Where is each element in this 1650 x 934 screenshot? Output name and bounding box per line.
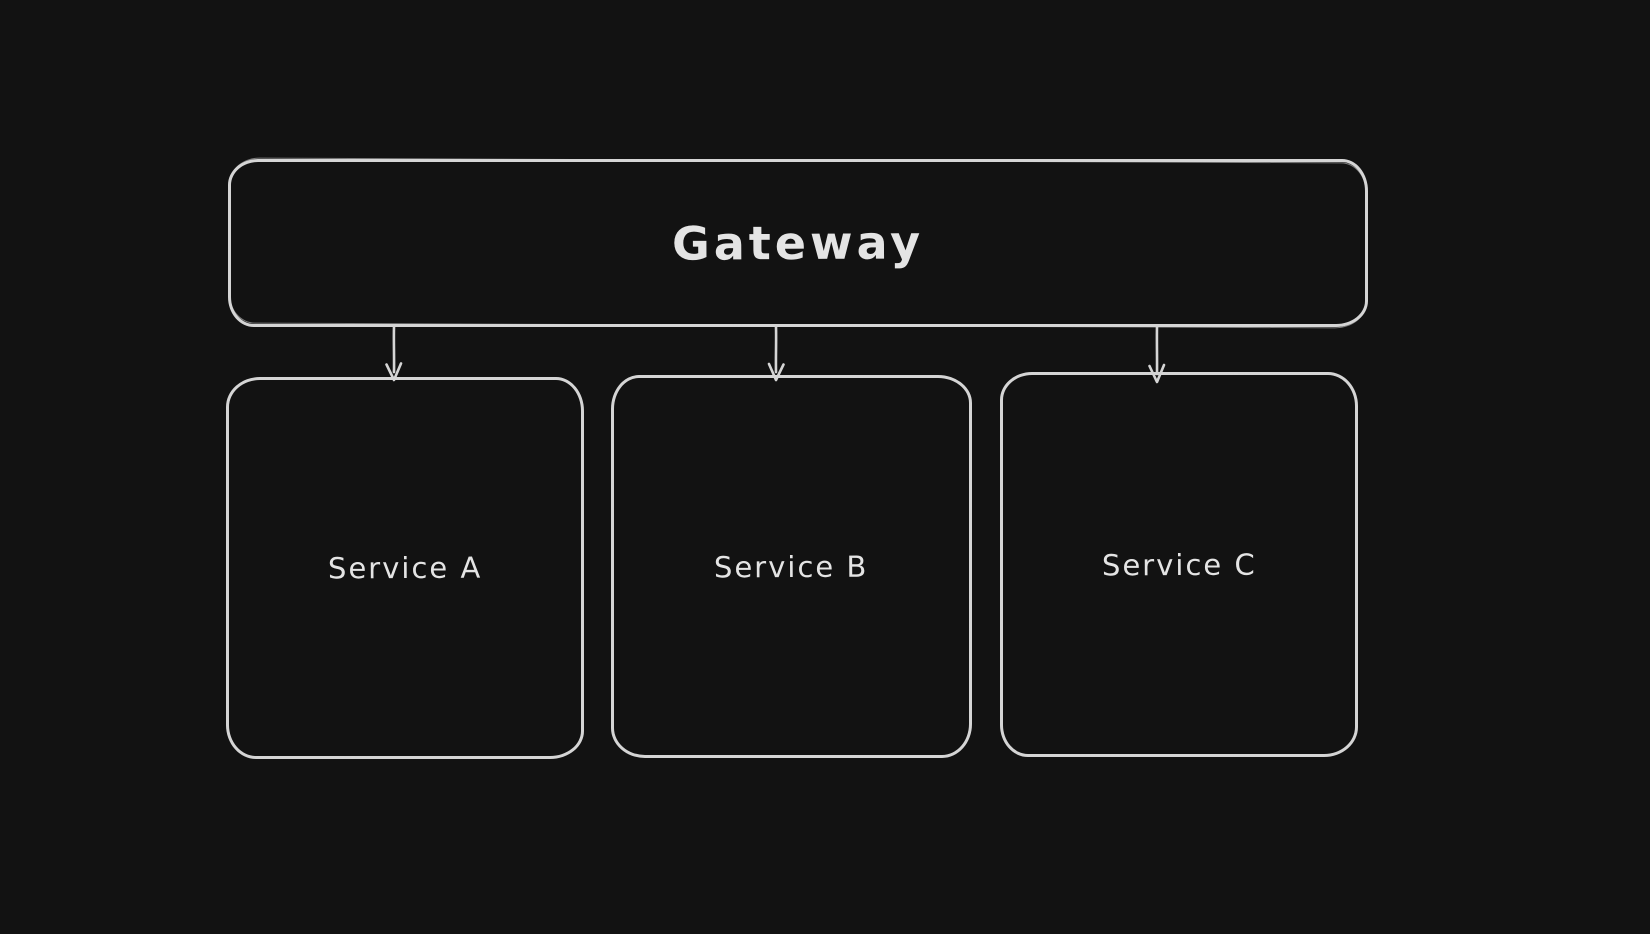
node-gateway[interactable]: Gateway [228,159,1368,327]
node-service-b[interactable]: Service B [611,375,972,758]
node-service-c[interactable]: Service C [1000,372,1358,757]
edge-gateway-to-service-a[interactable] [379,325,409,385]
node-service-a-label: Service A [327,550,483,586]
node-service-c-label: Service C [1101,547,1257,582]
node-service-b-label: Service B [714,549,869,584]
node-service-a[interactable]: Service A [226,377,584,759]
node-gateway-label: Gateway [671,215,925,271]
